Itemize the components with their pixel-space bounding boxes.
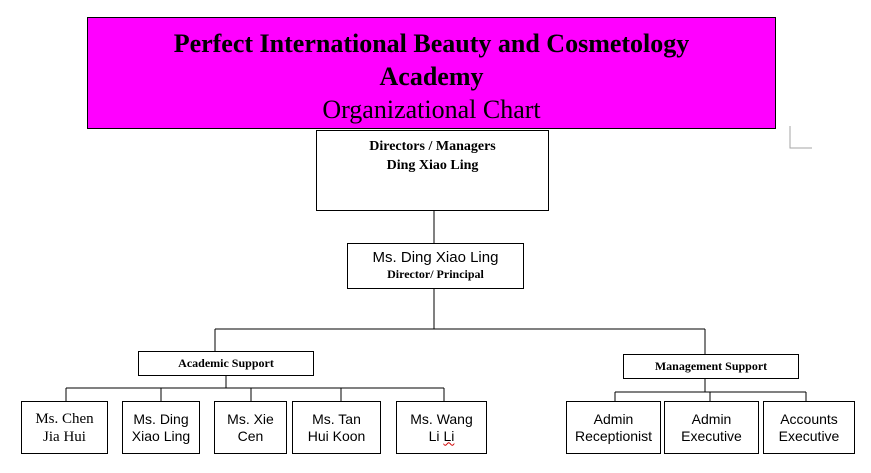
- staff-line-2-part-a: Li: [428, 427, 444, 444]
- staff-box-xie: Ms. Xie Cen: [214, 401, 287, 454]
- directors-heading: Directors / Managers: [369, 139, 496, 154]
- staff-line-1: Admin: [593, 410, 634, 427]
- principal-role: Director/ Principal: [387, 267, 484, 281]
- staff-line-2: Hui Koon: [307, 427, 366, 444]
- staff-line-1: Ms. Ding: [133, 410, 189, 427]
- staff-line-1: Ms. Xie: [227, 410, 274, 427]
- management-support-label: Management Support: [654, 359, 768, 373]
- staff-line-2: Jia Hui: [43, 428, 86, 445]
- principal-box: Ms. Ding Xiao Ling Director/ Principal: [347, 243, 524, 289]
- academic-support-box: Academic Support: [138, 351, 314, 376]
- staff-box-ding: Ms. Ding Xiao Ling: [122, 401, 200, 454]
- staff-line-2: Receptionist: [574, 427, 653, 444]
- staff-line-1: Ms. Tan: [312, 410, 361, 427]
- staff-box-accounts-executive: Accounts Executive: [763, 401, 855, 454]
- staff-box-tan: Ms. Tan Hui Koon: [292, 401, 381, 454]
- directors-box: Directors / Managers Ding Xiao Ling: [316, 130, 549, 211]
- staff-line-2: Li Li: [397, 428, 486, 445]
- staff-line-1: Ms. Wang: [410, 410, 473, 427]
- staff-box-admin-executive: Admin Executive: [664, 401, 759, 454]
- staff-line-1: Accounts: [780, 410, 838, 427]
- staff-line-2: Cen: [237, 427, 264, 444]
- staff-line-1: Ms. Chen: [35, 410, 94, 427]
- title-subtitle: Organizational Chart: [322, 95, 541, 124]
- principal-name: Ms. Ding Xiao Ling: [372, 249, 499, 266]
- staff-line-2: Executive: [681, 427, 742, 444]
- title-line-2: Academy: [379, 62, 484, 91]
- academic-support-label: Academic Support: [178, 356, 274, 370]
- title-banner: Perfect International Beauty and Cosmeto…: [87, 17, 776, 129]
- staff-line-2: Xiao Ling: [131, 427, 191, 444]
- directors-name: Ding Xiao Ling: [386, 158, 479, 173]
- staff-line-1: Admin: [691, 410, 732, 427]
- corner-mark: [789, 126, 812, 149]
- staff-line-2: Executive: [778, 427, 840, 444]
- management-support-box: Management Support: [623, 354, 799, 379]
- staff-box-chen: Ms. Chen Jia Hui: [21, 401, 108, 454]
- staff-box-receptionist: Admin Receptionist: [566, 401, 661, 454]
- spellcheck-flagged-word: Li: [443, 427, 455, 444]
- staff-box-wang: Ms. Wang Li Li: [396, 401, 487, 454]
- title-line-1: Perfect International Beauty and Cosmeto…: [173, 29, 690, 58]
